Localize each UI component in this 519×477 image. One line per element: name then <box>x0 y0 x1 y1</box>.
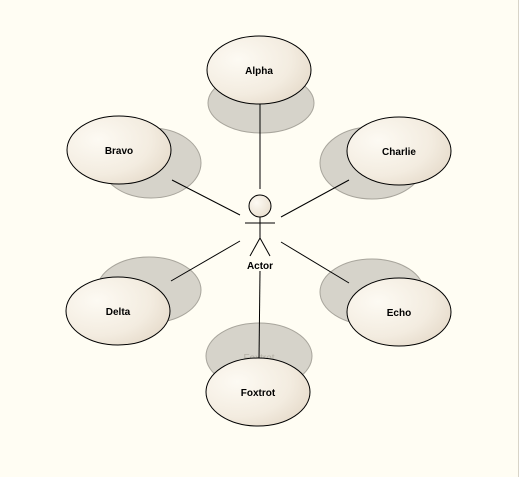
charlie-label: Charlie <box>382 147 416 158</box>
association-charlie <box>280 179 350 218</box>
actor-left-leg <box>249 237 261 257</box>
use-case-foxtrot[interactable]: Foxtrot <box>205 357 311 427</box>
actor-head <box>248 194 272 218</box>
actor-right-leg <box>259 237 271 257</box>
charlie-ellipse <box>346 116 452 186</box>
bravo-label: Bravo <box>105 146 133 157</box>
association-lines <box>170 104 350 361</box>
association-foxtrot <box>258 270 261 361</box>
delta-ellipse <box>65 276 171 346</box>
echo-label: Echo <box>387 308 411 319</box>
echo-ellipse <box>346 277 452 347</box>
use-case-delta[interactable]: Delta <box>65 276 171 346</box>
use-case-bravo[interactable]: Bravo <box>66 115 172 185</box>
foxtrot-ellipse <box>205 357 311 427</box>
alpha-label: Alpha <box>245 66 273 77</box>
association-echo <box>280 241 350 284</box>
use-case-alpha[interactable]: Alpha <box>206 35 312 105</box>
use-case-charlie[interactable]: Charlie <box>346 116 452 186</box>
alpha-ellipse <box>206 35 312 105</box>
actor-label: Actor <box>247 261 273 272</box>
use-case-echo[interactable]: Echo <box>346 277 452 347</box>
foxtrot-label: Foxtrot <box>241 388 276 399</box>
bravo-ellipse <box>66 115 172 185</box>
actor[interactable]: Actor <box>245 194 275 272</box>
association-delta <box>170 240 241 282</box>
association-bravo <box>171 179 241 216</box>
delta-label: Delta <box>106 307 131 318</box>
